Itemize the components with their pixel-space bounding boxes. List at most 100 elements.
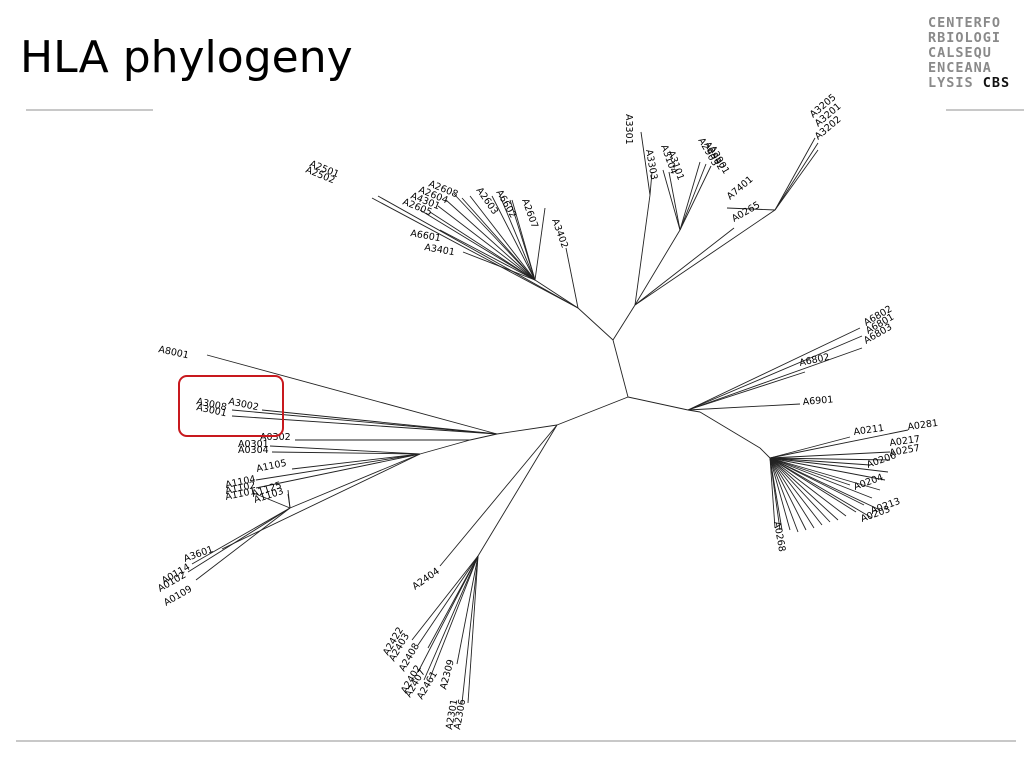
title-underline-right — [946, 109, 1024, 111]
branch-a6901 — [687, 403, 801, 411]
branch-a2901 — [679, 165, 712, 231]
logo-line-3: CALSEQU — [928, 45, 992, 61]
branch-a3303 — [649, 171, 653, 196]
branch-a0204 — [769, 457, 851, 486]
branch-a26-clade-2 — [469, 195, 536, 281]
branch-c6-c7 — [469, 433, 498, 441]
branch-a0304 — [271, 451, 421, 455]
branch-a2403 — [417, 555, 479, 646]
branch-a0211 — [769, 436, 851, 459]
branch-a3101 — [668, 171, 681, 231]
branch-a02-clade-9 — [769, 457, 847, 517]
branch-a0281 — [769, 429, 909, 459]
branch-c3-g1 — [534, 279, 579, 309]
branch-c1-c2 — [612, 339, 629, 398]
leaf-label-a2309: A2309 — [438, 658, 457, 690]
branch-c4-g3 — [634, 229, 681, 306]
branch-a2301 — [461, 555, 479, 704]
footer-rule — [16, 740, 1016, 742]
leaf-label-a2404: A2404 — [410, 566, 441, 593]
branch-a3402 — [565, 247, 579, 309]
branch-a2461 — [429, 555, 479, 679]
branch-a2402 — [417, 555, 479, 673]
branch-a2309 — [456, 555, 479, 665]
branch-a2422 — [411, 555, 479, 641]
leaf-label-a3402: A3402 — [549, 217, 570, 250]
branch-a2603 — [491, 195, 536, 281]
branch-a02-clade-13 — [769, 457, 881, 491]
leaf-label-a3601: A3601 — [182, 544, 215, 565]
branch-c11-c12 — [759, 447, 771, 459]
branch-a3008 — [231, 409, 498, 435]
branch-a2903 — [679, 161, 701, 231]
branch-a3001 — [231, 415, 498, 435]
branch-c1-c9 — [627, 396, 689, 411]
branch-a7401 — [726, 207, 776, 211]
leaf-label-a0217: A0217 — [889, 434, 921, 449]
leaf-label-a6901: A6901 — [802, 394, 834, 408]
branch-c2-c4 — [612, 304, 636, 341]
branch-a2306 — [467, 555, 479, 704]
branch-c5-c6 — [496, 424, 558, 435]
branch-a26-clade-3 — [461, 197, 536, 281]
leaf-label-a2607: A2607 — [519, 197, 540, 230]
branch-a02-clade-3 — [769, 457, 799, 533]
leaf-label-a6601: A6601 — [409, 228, 441, 244]
branch-a2501 — [377, 195, 579, 309]
leaf-label-a0211: A0211 — [853, 423, 885, 438]
leaf-label-a7401: A7401 — [725, 174, 756, 202]
leaf-label-a3303: A3303 — [643, 149, 659, 181]
branch-c4-g4 — [634, 209, 776, 306]
branch-a2605 — [429, 211, 536, 281]
branch-a3202 — [774, 149, 819, 211]
branch-a0206 — [769, 457, 871, 466]
branch-a2604 — [445, 199, 536, 281]
page-title: HLA phylogeny — [20, 32, 353, 83]
branch-c10-c11 — [699, 411, 761, 449]
branch-a6602 — [509, 199, 536, 281]
branch-a3002 — [261, 409, 498, 435]
branch-a0257 — [769, 457, 891, 461]
branch-a0102 — [187, 507, 291, 573]
tree-branches — [187, 131, 909, 704]
branch-a8001 — [206, 354, 498, 435]
branch-a3601 — [221, 453, 421, 550]
branch-a0301 — [269, 445, 421, 455]
leaf-label-a3301: A3301 — [623, 114, 634, 145]
branch-a02-clade-10 — [769, 457, 857, 513]
branch-a02-clade-14 — [769, 457, 886, 481]
branch-a26-clade-1 — [499, 195, 536, 281]
leaf-label-a6802b: A6802 — [798, 352, 830, 369]
branch-a3301 — [640, 131, 651, 196]
branch-a2407 — [423, 555, 479, 681]
branch-a02-clade-12 — [769, 457, 873, 499]
branch-a02-clade-15 — [769, 457, 889, 473]
logo-line-1: CENTERFO — [928, 15, 1002, 31]
branch-a3205 — [774, 137, 816, 211]
branch-a0109 — [195, 507, 291, 581]
leaf-label-a2603: A2603 — [474, 185, 501, 216]
logo-line-4: ENCEANA — [928, 60, 992, 76]
leaf-label-a0268: A0268 — [771, 521, 787, 553]
branch-a6802b — [687, 371, 806, 411]
leaf-label-a2306: A2306 — [452, 698, 468, 730]
leaf-label-a2301: A2301 — [444, 698, 460, 730]
branch-a26-clade-4 — [419, 209, 536, 281]
branch-a6601 — [439, 229, 536, 281]
branch-a2607 — [534, 207, 546, 281]
branch-a1103 — [287, 493, 291, 509]
branch-c8-g6 — [289, 453, 421, 509]
leaf-label-a0281: A0281 — [907, 418, 939, 433]
branch-a02-clade-5 — [769, 457, 815, 529]
leaf-label-a6602: A6602 — [493, 188, 518, 220]
branch-a1105 — [291, 453, 421, 470]
leaf-label-a0304: A0304 — [238, 445, 269, 456]
leaf-label-a0302: A0302 — [260, 432, 291, 443]
logo-line-2: RBIOLOGI — [928, 30, 1002, 46]
branch-a02-clade-2 — [769, 457, 791, 531]
branch-a3201 — [774, 142, 819, 211]
branch-a02-clade-6 — [769, 457, 823, 526]
branch-a0213 — [769, 457, 881, 511]
branch-a02-clade-4 — [769, 457, 807, 531]
branch-a02-clade-7 — [769, 457, 831, 523]
